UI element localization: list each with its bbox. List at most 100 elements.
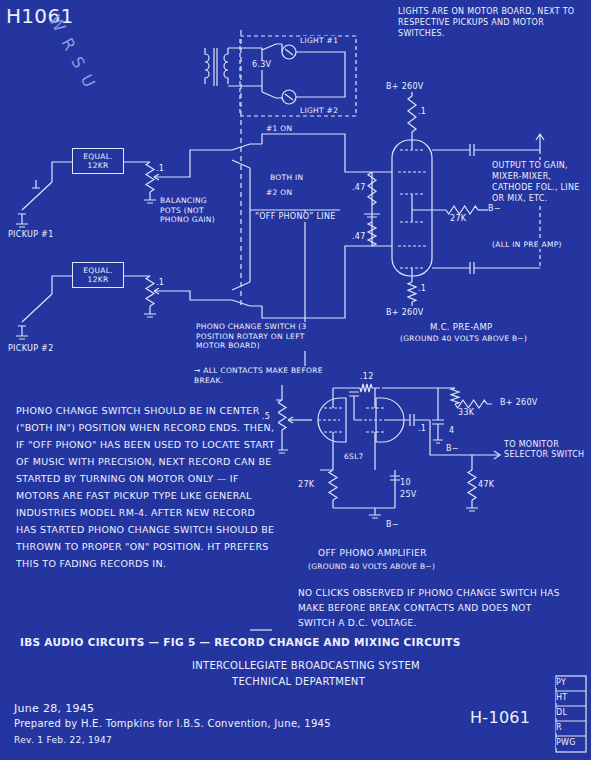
schematic-label: LIGHTS ARE ON MOTOR BOARD, NEXT TO RESPE… — [398, 6, 586, 39]
resistor-symbol — [468, 470, 476, 500]
grid-wire — [262, 134, 392, 318]
signal-wire — [52, 162, 72, 182]
schematic-label: Prepared by H.E. Tompkins for I.B.S. Con… — [14, 718, 331, 730]
schematic-label: (GROUND 40 VOLTS ABOVE B−) — [308, 562, 435, 571]
schematic-label: PHONO CHANGE SWITCH (3 POSITION ROTARY O… — [196, 322, 314, 351]
coupling-capacitor — [349, 392, 360, 420]
schematic-label: LIGHT #1 — [300, 36, 338, 45]
schematic-label: .47 — [352, 183, 366, 193]
drawing-title: IBS AUDIO CIRCUITS — FIG 5 — RECORD CHAN… — [20, 636, 520, 649]
schematic-label: PY — [556, 678, 566, 688]
box-label: EQUAL. 12KR — [77, 152, 119, 170]
schematic-label: TECHNICAL DEPARTMENT — [232, 676, 365, 688]
plate-wire — [333, 388, 492, 408]
schematic-label: 47K — [478, 480, 494, 490]
equalizer-box: EQUAL. 12KR — [72, 262, 124, 288]
schematic-label: TO MONITOR SELECTOR SWITCH — [504, 440, 586, 460]
grid-wire — [288, 419, 312, 420]
resistor-symbol — [408, 282, 416, 302]
schematic-label: Rev. 1 Feb. 22, 1947 — [14, 735, 112, 746]
schematic-label: PWG — [556, 738, 576, 748]
schematic-label: June 28, 1945 — [14, 702, 94, 715]
resistor-symbol — [455, 400, 487, 408]
signal-wire — [124, 162, 156, 203]
filter-capacitor — [432, 388, 444, 443]
schematic-label: “OFF PHONO” LINE — [255, 212, 336, 222]
tube-envelope — [318, 398, 346, 442]
schematic-label: #1 ON — [266, 124, 292, 133]
resistor-symbol — [368, 172, 376, 205]
switch-shaft — [240, 30, 241, 305]
pickup-symbol — [16, 182, 52, 227]
schematic-label: B− — [446, 444, 459, 454]
schematic-label: (GROUND 40 VOLTS ABOVE B−) — [400, 334, 527, 343]
schematic-label: OFF PHONO AMPLIFIER — [318, 548, 427, 559]
title-block-rules — [556, 691, 586, 736]
wiper-arrow — [288, 417, 293, 423]
bias-wire — [478, 209, 488, 210]
schematic-label: .12 — [360, 372, 374, 382]
schematic-label: 10 — [400, 478, 411, 488]
schematic-label: M.C. PRE-AMP — [430, 322, 493, 332]
schematic-label: 6.3V — [252, 60, 271, 70]
switch-contact — [232, 144, 262, 306]
resistor-symbol — [146, 276, 154, 306]
schematic-label: R — [556, 723, 562, 733]
schematic-label: PHONO CHANGE SWITCH SHOULD BE IN CENTER … — [16, 402, 278, 572]
schematic-label: LIGHT #2 — [300, 106, 338, 115]
resistor-symbol — [408, 96, 416, 132]
tube-leads — [412, 140, 446, 276]
equalizer-box: EQUAL. 12KR — [72, 148, 124, 174]
watermark: WRSU — [45, 12, 128, 145]
schematic-label: 6SL7 — [344, 452, 364, 461]
schematic-label: B− — [386, 520, 399, 530]
schematic-label: .47 — [352, 232, 366, 242]
motor-board-outline — [240, 36, 356, 116]
schematic-label: PICKUP #1 — [8, 230, 54, 240]
schematic-label: .5 — [262, 412, 270, 422]
schematic-label: DL — [556, 708, 567, 718]
schematic-label: PICKUP #2 — [8, 344, 54, 354]
resistor-symbol — [329, 470, 337, 500]
schematic-label: B+ 260V — [500, 398, 538, 408]
transformer-core — [216, 48, 217, 86]
schematic-label: 33K — [458, 408, 474, 418]
schematic-label: H-1061 — [470, 708, 530, 727]
signal-wire — [124, 276, 156, 317]
schematic-label: HT — [556, 693, 568, 703]
schematic-label: B+ 260V — [386, 308, 424, 318]
resistor-symbol — [446, 206, 478, 214]
transformer-secondary — [224, 48, 228, 84]
plate-wire — [411, 92, 412, 306]
schematic-label: 4 — [449, 426, 454, 436]
bypass-capacitor — [390, 470, 400, 508]
schematic-label: BOTH IN — [270, 173, 303, 182]
switch-contact — [262, 44, 282, 98]
schematic-label: B− — [488, 204, 501, 214]
pickup-symbol — [16, 294, 52, 339]
schematic-label: B+ 260V — [386, 82, 424, 92]
filament-wire — [228, 48, 262, 92]
box-label: EQUAL. 12KR — [77, 266, 119, 284]
schematic-label: .1 — [418, 424, 426, 434]
resistor-symbol — [146, 162, 154, 192]
wiper-arrow — [154, 174, 159, 294]
switch-contact — [232, 160, 250, 290]
pot-wiper — [154, 177, 160, 291]
schematic-label: .1 — [418, 107, 426, 117]
transformer-core — [213, 48, 214, 86]
schematic-label: (ALL IN PRE AMP) — [492, 240, 562, 249]
title-block — [556, 676, 586, 752]
tube-electrodes — [318, 408, 384, 432]
lamp-filament — [285, 49, 293, 100]
schematic-label: #2 ON — [266, 188, 292, 197]
transformer-primary — [205, 48, 209, 84]
schematic-label: 25V — [400, 490, 417, 500]
title-rule — [250, 629, 272, 630]
schematic-label: 27K — [450, 214, 466, 224]
signal-wire — [160, 150, 232, 300]
output-arrow — [536, 134, 544, 150]
schematic-label: → ALL CONTACTS MAKE BEFORE BREAK. — [194, 366, 330, 385]
schematic-label: .1 — [418, 284, 426, 294]
ground-symbol — [32, 180, 40, 188]
